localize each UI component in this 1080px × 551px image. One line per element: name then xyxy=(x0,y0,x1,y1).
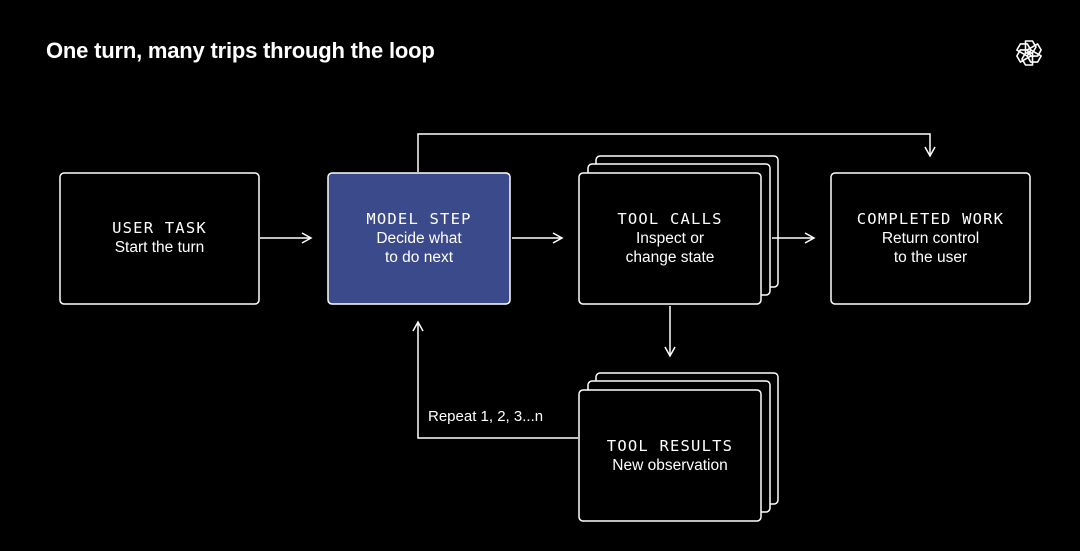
tool-results-stack xyxy=(578,372,779,522)
model-step-line-2: to do next xyxy=(384,249,454,266)
completed-work-line-1: Return control xyxy=(881,230,980,247)
loop-label: Repeat 1, 2, 3...n xyxy=(428,408,544,425)
model-step-line-1: Decide what xyxy=(376,230,462,247)
model-step-label: MODEL STEP Decide what to do next xyxy=(328,210,510,267)
completed-work-line-2: to the user xyxy=(893,249,968,266)
page-title: One turn, many trips through the loop xyxy=(46,38,435,63)
tool-calls-line-2: change state xyxy=(625,249,715,266)
tool-calls-stack xyxy=(578,155,779,305)
tool-results-line-1: New observation xyxy=(612,457,728,474)
openai-logo-icon xyxy=(1016,40,1042,66)
completed-work-label: COMPLETED WORK Return control to the use… xyxy=(831,210,1030,267)
user-task-label: USER TASK Start the turn xyxy=(60,219,259,257)
tool-results-box xyxy=(578,389,762,522)
completed-work-box xyxy=(830,172,1031,305)
arrow-results-to-model xyxy=(412,320,578,439)
user-task-heading: USER TASK xyxy=(112,219,207,237)
user-task-line-1: Start the turn xyxy=(114,239,205,256)
completed-work-heading: COMPLETED WORK xyxy=(856,210,1005,228)
tool-results-heading: TOOL RESULTS xyxy=(606,437,734,455)
arrow-model-to-completed xyxy=(417,133,936,172)
model-step-box xyxy=(327,172,511,305)
user-task-box xyxy=(59,172,260,305)
tool-calls-box xyxy=(578,172,762,305)
tool-calls-line-1: Inspect or xyxy=(635,230,705,247)
tool-calls-heading: TOOL CALLS xyxy=(617,210,723,228)
model-step-heading: MODEL STEP xyxy=(366,210,472,228)
tool-calls-label: TOOL CALLS Inspect or change state xyxy=(579,210,761,267)
tool-results-label: TOOL RESULTS New observation xyxy=(579,437,761,475)
